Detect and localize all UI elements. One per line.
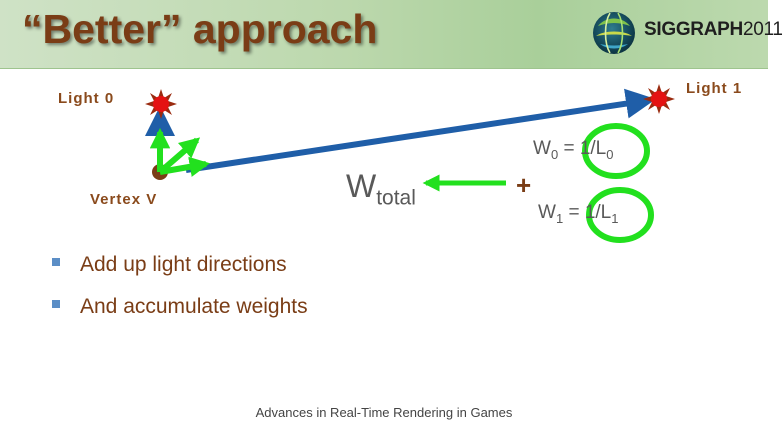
brand-name: SIGGRAPH xyxy=(644,19,743,40)
summed-direction-vector xyxy=(158,137,201,175)
unit-vector-light1 xyxy=(159,156,211,177)
siggraph-logo-icon xyxy=(593,12,635,54)
weight-equation-0: W0 = 1/L0 xyxy=(533,138,614,162)
total-weight-label: Wtotal xyxy=(346,168,416,210)
plus-sign: + xyxy=(516,170,532,200)
light0-label: Light 0 xyxy=(58,90,115,107)
bullet-item: Add up light directions xyxy=(52,253,287,277)
slide-title: “Better” approach xyxy=(22,6,378,52)
bullet-item: And accumulate weights xyxy=(52,295,308,319)
bullet-square-icon xyxy=(52,300,60,309)
brand-year: 2011 xyxy=(742,19,783,40)
weight-highlight-1 xyxy=(586,187,654,243)
weight-equation-1: W1 = 1/L1 xyxy=(538,202,619,226)
slide-header: “Better” approach SIGGRAPH2011 xyxy=(0,0,783,69)
slide-footer: Advances in Real-Time Rendering in Games xyxy=(255,405,513,420)
direction-arrow-light1 xyxy=(185,88,656,173)
weight-highlight-0 xyxy=(582,123,650,179)
light-source-icon xyxy=(145,89,177,119)
light-source-icon xyxy=(643,84,675,114)
bullet-square-icon xyxy=(52,258,60,267)
light1-label: Light 1 xyxy=(686,80,743,97)
siggraph-wordmark: SIGGRAPH2011 xyxy=(644,19,783,41)
vertex-label: Vertex V xyxy=(90,191,158,208)
